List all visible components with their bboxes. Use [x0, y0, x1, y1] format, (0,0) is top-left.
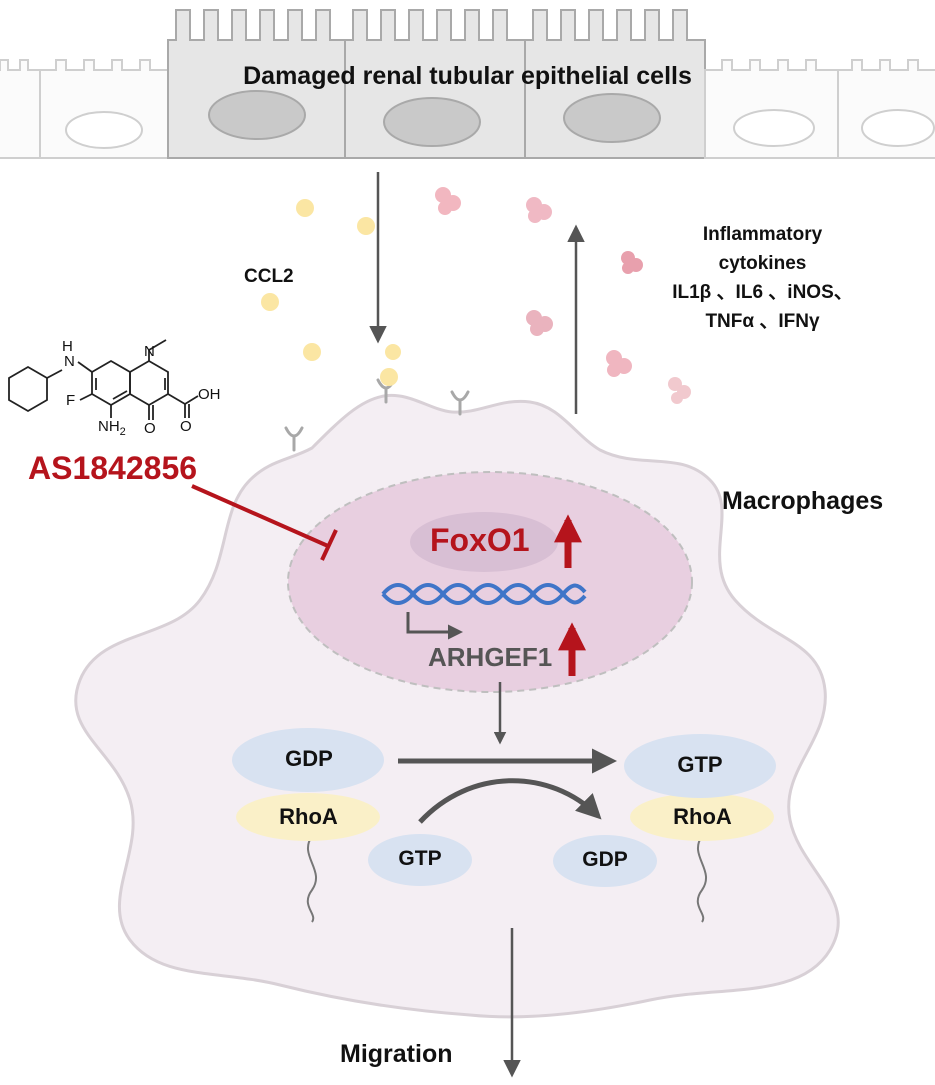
free-gtp [368, 834, 472, 886]
cytokines-line: cytokines [718, 253, 807, 274]
ccl2-particles [261, 199, 401, 386]
gtp-exchange-arrow [418, 778, 602, 824]
epithelial-nucleus [65, 111, 143, 149]
atom-nh2: NH2 [98, 418, 126, 438]
inhibition-bar [320, 529, 338, 561]
atom-f: F [66, 392, 76, 409]
atom-o-keto: O [144, 420, 156, 437]
cytokines-label: Inflammatory cytokines IL1β 、IL6 、iNOS、 … [645, 220, 880, 336]
cytokines-line: Inflammatory [702, 224, 823, 245]
epithelial-nucleus [733, 109, 815, 147]
foxo1-bubble [410, 512, 558, 572]
ccl2-label: CCL2 [244, 266, 294, 287]
atom-n-amine: N [64, 353, 75, 370]
as1842856-structure [8, 339, 199, 420]
damaged-cell-nucleus [208, 90, 306, 140]
cytokines-line: IL1β 、IL6 、iNOS、 [672, 282, 853, 303]
inhibition-line [191, 484, 329, 548]
macrophages-label: Macrophages [722, 487, 884, 515]
atom-h: H [62, 338, 73, 355]
free-gdp [553, 835, 657, 887]
rhoa-active-label: RhoA [673, 804, 732, 829]
epithelial-nucleus [861, 109, 935, 147]
free-gtp-label: GTP [398, 847, 442, 870]
damaged-cell-nucleus [383, 97, 481, 147]
epithelial-layer [0, 9, 935, 159]
free-gdp-label: GDP [582, 848, 628, 871]
damaged-cell-nucleus [563, 93, 661, 143]
macrophage-nucleus [287, 471, 693, 693]
epithelial-title: Damaged renal tubular epithelial cells [243, 62, 692, 90]
rhoa-gtp-complex [624, 734, 776, 923]
cytokines-line: TNFα 、IFNγ [705, 311, 820, 332]
foxo1-label: FoxO1 [430, 522, 530, 558]
rhoa-inactive-label: RhoA [279, 804, 338, 829]
inhibitor-label: AS1842856 [28, 450, 198, 486]
rhoa-gdp-complex [232, 728, 384, 923]
dna-helix [381, 583, 587, 605]
arhgef1-label: ARHGEF1 [428, 642, 553, 672]
atom-n-ring: N [144, 343, 155, 360]
gtp-bound-label: GTP [677, 752, 723, 777]
transcription-arrow [406, 612, 463, 640]
cytokine-particles [435, 187, 691, 404]
atom-oh: OH [198, 386, 221, 403]
gdp-bound-label: GDP [285, 746, 333, 771]
migration-label: Migration [340, 1040, 453, 1068]
atom-o-acid: O [180, 418, 192, 435]
